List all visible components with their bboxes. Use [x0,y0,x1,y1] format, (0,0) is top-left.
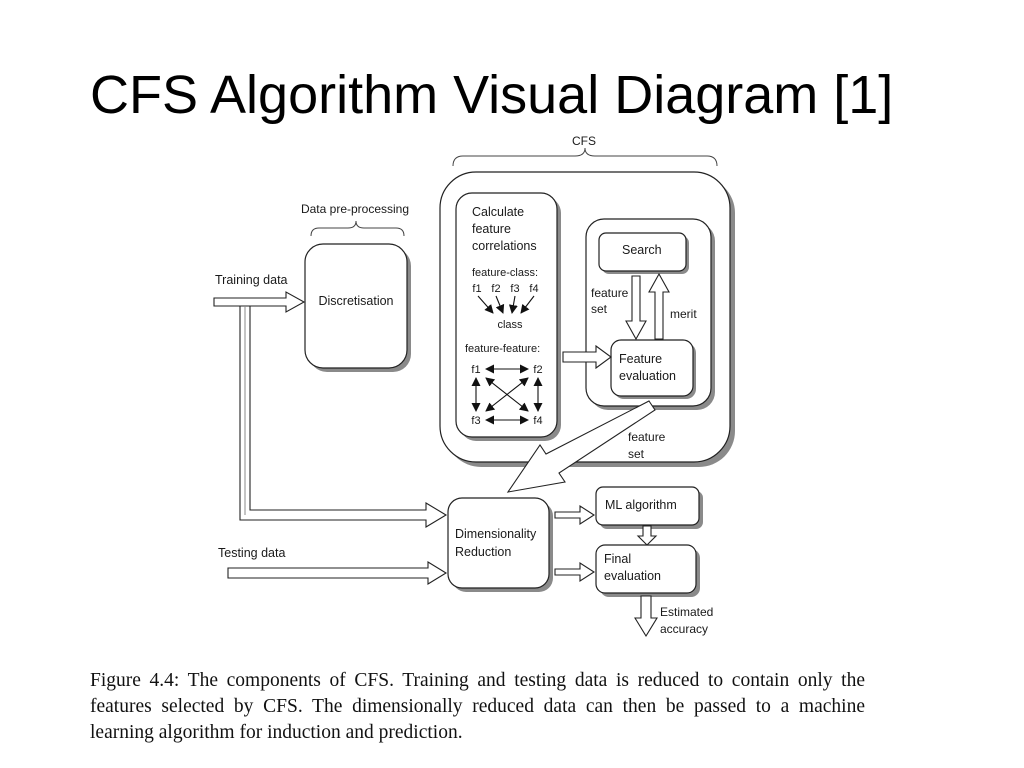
feature-set-to-reduction-arrow [506,400,656,493]
feature-class-label: feature-class: [472,267,538,279]
svg-text:Dimensionality Reduction: Dimensionality Reduction [455,527,540,559]
dimensionality-reduction-box: Dimensionality Reduction [447,497,553,592]
ml-to-final-arrow [636,525,658,546]
reduction-to-final-arrow [554,561,596,583]
correlations-to-evaluation-arrow [562,344,612,370]
cfs-label: CFS [572,134,596,148]
estimated-accuracy-line-2: accuracy [660,622,708,636]
slide-title: CFS Algorithm Visual Diagram [1] [90,65,894,125]
class-label: class [497,319,523,331]
dimensionality-line-2: Reduction [455,545,511,559]
final-evaluation-line-1: Final [604,552,631,566]
ff-f3: f3 [471,415,480,427]
reduction-to-ml-arrow [554,504,596,526]
discretisation-label: Discretisation [318,294,393,308]
discretisation-box: Discretisation [304,243,411,372]
ml-algorithm-label: ML algorithm [605,498,677,512]
calculate-correlations-box: Calculate feature correlations feature-c… [455,192,561,441]
calculate-line-1: Calculate [472,205,524,219]
ff-f4: f4 [533,415,542,427]
svg-text:Final evaluation: Final evaluation [604,552,661,583]
fc-f1: f1 [472,283,481,295]
svg-text:Feature evaluation: Feature evaluation [619,352,676,383]
feature-feature-label: feature-feature: [465,343,540,355]
ff-f2: f2 [533,364,542,376]
estimated-accuracy-arrow [634,595,658,638]
feature-set-outer-line-2: set [628,447,645,461]
final-evaluation-line-2: evaluation [604,569,661,583]
feature-set-inner-line-1: feature [591,286,629,300]
dimensionality-line-1: Dimensionality [455,527,537,541]
final-evaluation-box: Final evaluation [595,544,700,597]
feature-evaluation-box: Feature evaluation [610,339,696,399]
training-bypass-arrow [239,305,448,528]
calculate-line-2: feature [472,222,511,236]
ff-f1: f1 [471,364,480,376]
training-to-discretisation-arrow [213,291,306,313]
svg-text:feature set: feature set [628,430,669,461]
testing-to-reduction-arrow [227,561,448,585]
calculate-line-3: correlations [472,239,537,253]
feature-set-outer-line-1: feature [628,430,666,444]
cfs-brace: CFS [452,134,718,167]
feature-evaluation-line-2: evaluation [619,369,676,383]
ml-algorithm-box: ML algorithm [595,486,703,529]
fc-f3: f3 [510,283,519,295]
feature-feature-arrows [471,364,543,425]
search-label: Search [622,243,662,257]
svg-text:Estimated accuracy: Estimated accuracy [660,605,717,636]
feature-set-down-arrow [625,275,647,341]
feature-class-arrows [477,295,535,314]
figure-caption: Figure 4.4: The components of CFS. Train… [90,670,865,743]
preprocessing-brace: Data pre-processing [301,202,409,237]
estimated-accuracy-line-1: Estimated [660,605,713,619]
training-data-label: Training data [215,273,288,287]
feature-set-inner-line-2: set [591,302,608,316]
preprocessing-label: Data pre-processing [301,202,409,216]
merit-label: merit [670,307,697,321]
svg-text:Calculate feature: Calculate feature correlations [472,205,537,253]
svg-text:feature set: feature set [591,286,632,316]
search-box: Search [598,232,689,274]
testing-data-label: Testing data [218,546,285,560]
fc-f2: f2 [491,283,500,295]
feature-evaluation-line-1: Feature [619,352,662,366]
fc-f4: f4 [529,283,538,295]
merit-up-arrow [648,272,670,340]
